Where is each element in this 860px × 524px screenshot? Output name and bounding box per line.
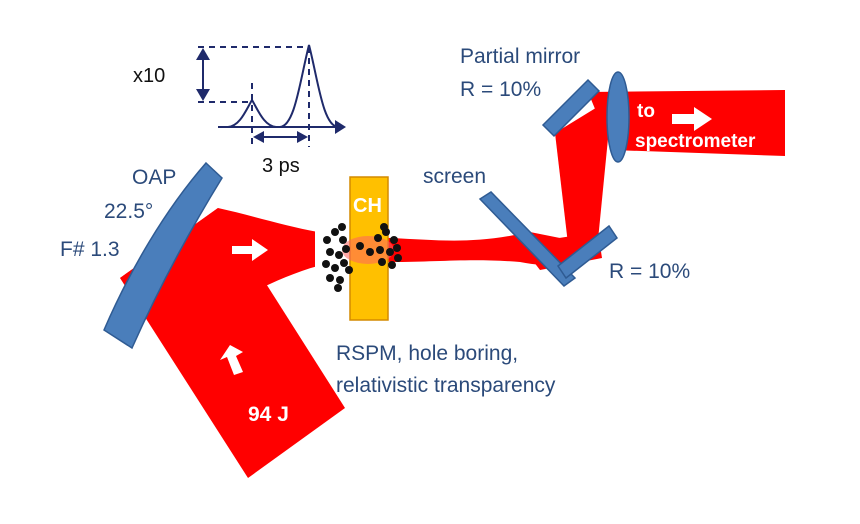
lens bbox=[606, 71, 630, 163]
mirror-reflectivity-label: R = 10% bbox=[609, 260, 690, 283]
partial-mirror-label: Partial mirror bbox=[460, 45, 580, 68]
vertical-beam bbox=[555, 98, 612, 244]
angle-label: 22.5° bbox=[104, 200, 153, 223]
process-label-line1: RSPM, hole boring, bbox=[336, 342, 518, 365]
partial-mirror-reflectivity: R = 10% bbox=[460, 78, 541, 101]
pulse-timing-inset bbox=[196, 44, 346, 147]
beam-arrow-icon bbox=[232, 239, 268, 261]
fnumber-label: F# 1.3 bbox=[60, 238, 120, 261]
process-label-line2: relativistic transparency bbox=[336, 374, 556, 397]
energy-label: 94 J bbox=[248, 403, 289, 426]
oap-mirror bbox=[103, 161, 223, 350]
particle-cluster bbox=[322, 223, 402, 292]
delay-label: 3 ps bbox=[262, 155, 300, 177]
lower-mirror bbox=[556, 224, 619, 280]
spectrometer-arrow-icon bbox=[672, 107, 712, 131]
to-label: to bbox=[637, 101, 655, 122]
beam-arrow-up-icon bbox=[220, 345, 243, 375]
oap-label: OAP bbox=[132, 166, 176, 189]
screen-label: screen bbox=[423, 165, 486, 188]
screen-plate bbox=[478, 191, 577, 287]
scale-factor-label: x10 bbox=[133, 65, 165, 87]
target-label: CH bbox=[353, 195, 382, 217]
spectrometer-label: spectrometer bbox=[635, 131, 756, 152]
partial-mirror bbox=[541, 78, 601, 138]
